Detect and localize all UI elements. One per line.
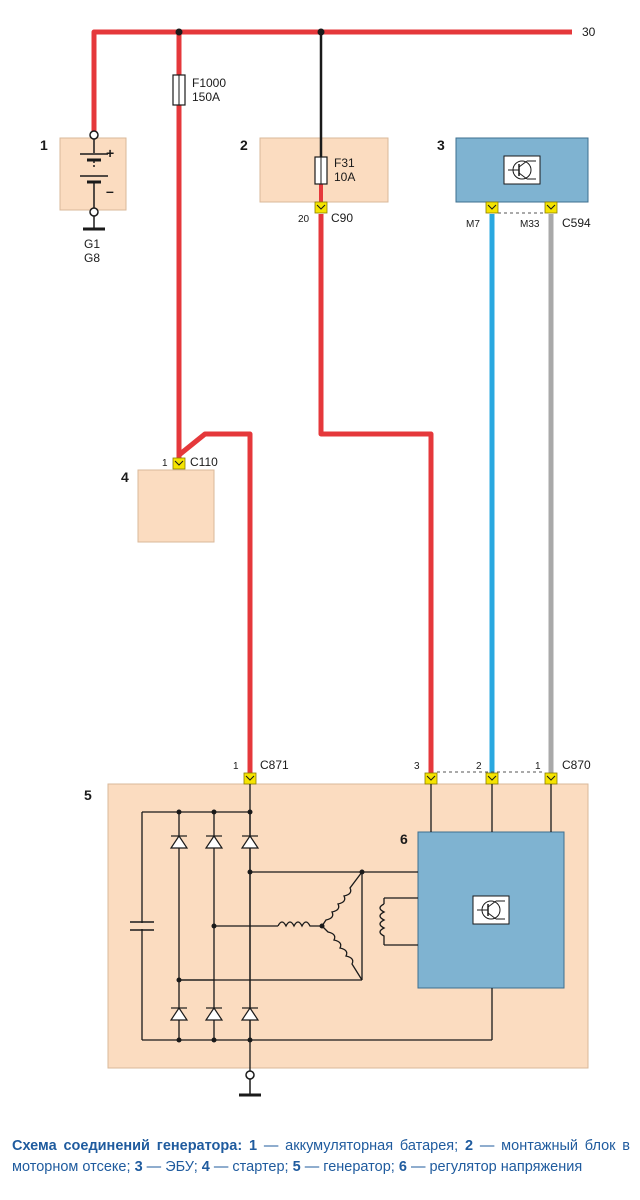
starter-box [137, 469, 215, 543]
starter-to-generator-wire [177, 431, 253, 778]
caption-num-2: 2 [464, 1138, 474, 1154]
battery-positive-terminal [89, 130, 99, 140]
battery-ground-icon [83, 216, 105, 231]
component-number-6: 6 [400, 831, 408, 847]
battery-icon [80, 139, 108, 208]
capacitor-gap [139, 923, 145, 929]
connector-c594-pin-m33 [544, 201, 558, 214]
connector-c870-pin-1 [544, 772, 558, 785]
connector-m33-chevron-icon [546, 204, 556, 210]
connector-c871-chevron-icon [245, 775, 255, 781]
main-fuse-name: F1000 [192, 76, 226, 90]
connector-c871-pin [243, 772, 257, 785]
diagram-caption: Схема соединений генератора: 1 — аккумул… [12, 1136, 630, 1178]
pin-m7-label: M7 [466, 219, 480, 230]
battery-box [59, 137, 127, 211]
component-number-2: 2 [240, 137, 248, 153]
ground-label-g8: G8 [84, 251, 100, 265]
pin-m33-label: M33 [520, 219, 540, 230]
ecu-transistor-icon [503, 155, 541, 185]
connector-c871-pin-number: 1 [233, 761, 239, 772]
terminal-30-bus-wire [91, 29, 572, 133]
caption-text-5: — генератор; [304, 1159, 395, 1175]
connector-pin1-chevron-icon [546, 775, 556, 781]
caption-num-5: 5 [292, 1159, 301, 1175]
c90-to-regulator-wire [318, 214, 434, 778]
caption-num-3: 3 [134, 1159, 143, 1175]
generator-internal-circuit [141, 784, 552, 1041]
connector-c110-chevron-icon [174, 460, 184, 466]
caption-text-2: — монтажный блок в моторном отсеке; [12, 1138, 630, 1175]
caption-text-1: — аккумуляторная батарея; [263, 1138, 459, 1154]
diode-bridge-icon [169, 834, 260, 1021]
ground-label-g1: G1 [84, 237, 100, 251]
terminal-30-label: 30 [582, 25, 596, 39]
field-winding-icon [379, 898, 386, 945]
component-number-3: 3 [437, 137, 445, 153]
component-number-4: 4 [121, 469, 129, 485]
c870-pin-1-number: 1 [535, 761, 541, 772]
bus-junction-dot [317, 28, 325, 36]
caption-text-4: — стартер; [213, 1159, 289, 1175]
connector-c90-label: C90 [331, 211, 353, 225]
connector-c110-label: C110 [190, 455, 218, 469]
component-number-1: 1 [40, 137, 48, 153]
connector-c90-pin-number: 20 [298, 214, 310, 225]
connector-c90-chevron-icon [316, 204, 326, 210]
caption-num-4: 4 [201, 1159, 210, 1175]
connector-c871-label: C871 [260, 758, 289, 772]
connector-c594-pin-m7 [485, 201, 499, 214]
connector-pin3-chevron-icon [426, 775, 436, 781]
battery-plus-sign: + [106, 145, 114, 161]
connector-c594-label: C594 [562, 216, 591, 230]
caption-title: Схема соединений генератора: [12, 1138, 243, 1154]
caption-text-3: — ЭБУ; [146, 1159, 198, 1175]
capacitor-icon [130, 921, 154, 931]
connector-c870-pin-3 [424, 772, 438, 785]
connector-c90-pin [314, 201, 328, 214]
generator-wiring-diagram: + – G1 G8 F1000 150A F31 10A 20 C90 M7 M… [40, 25, 596, 1097]
stator-winding-icon [277, 871, 363, 981]
regulator-transistor-icon [472, 895, 510, 925]
c870-pin-2-number: 2 [476, 761, 482, 772]
connector-c110-pin-number: 1 [162, 458, 168, 469]
generator-ground-icon [239, 1040, 261, 1097]
caption-num-1: 1 [248, 1138, 258, 1154]
c870-pin-3-number: 3 [414, 761, 420, 772]
bus-junction-dot [175, 28, 183, 36]
f31-fuse-rating: 10A [334, 170, 355, 184]
caption-num-6: 6 [398, 1159, 407, 1175]
main-fuse-rating: 150A [192, 90, 220, 104]
connector-c870-label: C870 [562, 758, 591, 772]
connector-pin2-chevron-icon [487, 775, 497, 781]
f31-fuse-name: F31 [334, 156, 355, 170]
battery-negative-terminal [89, 207, 99, 217]
battery-minus-sign: – [106, 183, 114, 199]
connector-c870-pin-2 [485, 772, 499, 785]
component-number-5: 5 [84, 787, 92, 803]
caption-text-6: — регулятор напряжения [410, 1159, 583, 1175]
connector-c110-pin [172, 457, 186, 470]
connector-m7-chevron-icon [487, 204, 497, 210]
